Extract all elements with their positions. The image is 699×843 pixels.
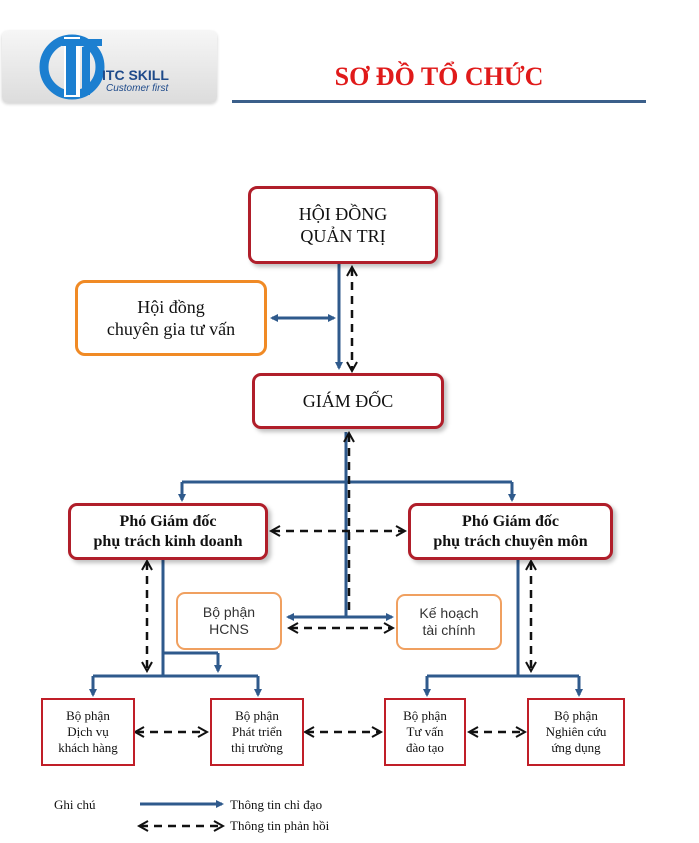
legend-directive-label: Thông tin chỉ đạo bbox=[230, 797, 323, 812]
company-logo: ITC SKILL Customer first bbox=[2, 31, 217, 103]
legend-feedback-label: Thông tin phản hồi bbox=[230, 818, 330, 833]
node-customer-service: Bộ phận Dịch vụ khách hàng bbox=[41, 698, 135, 766]
node-finance-planning: Kế hoạch tài chính bbox=[396, 594, 502, 650]
node-applied-research: Bộ phận Nghiên cứu ứng dụng bbox=[527, 698, 625, 766]
title-underline bbox=[232, 100, 646, 103]
node-hr-admin: Bộ phận HCNS bbox=[176, 592, 282, 650]
logo-name: ITC SKILL bbox=[102, 67, 169, 83]
logo-mark-icon bbox=[39, 34, 105, 100]
node-vp-professional: Phó Giám đốc phụ trách chuyên môn bbox=[408, 503, 613, 560]
node-advisory-council: Hội đồng chuyên gia tư vấn bbox=[75, 280, 267, 356]
page-title: SƠ ĐỒ TỔ CHỨC bbox=[334, 62, 544, 91]
node-training-consulting: Bộ phận Tư vấn đào tạo bbox=[384, 698, 466, 766]
legend-title: Ghi chú bbox=[54, 797, 96, 812]
node-market-development: Bộ phận Phát triển thị trường bbox=[210, 698, 304, 766]
node-vp-business: Phó Giám đốc phụ trách kinh doanh bbox=[68, 503, 268, 560]
node-director: GIÁM ĐỐC bbox=[252, 373, 444, 429]
node-board-of-directors: HỘI ĐỒNG QUẢN TRỊ bbox=[248, 186, 438, 264]
logo-tagline: Customer first bbox=[106, 83, 169, 94]
